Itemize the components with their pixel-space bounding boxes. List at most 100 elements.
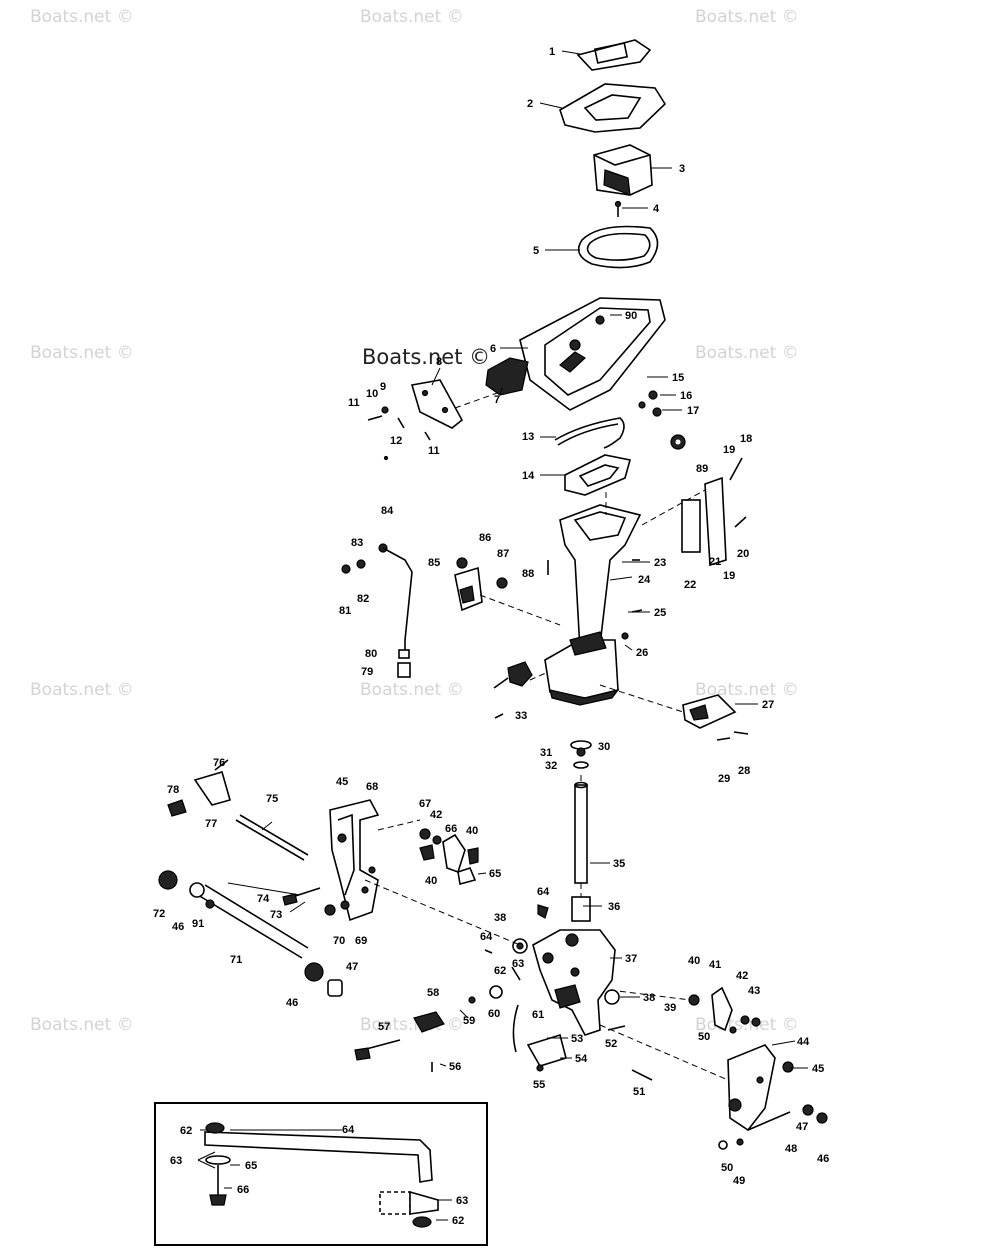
shift-linkage-part	[419, 828, 479, 885]
shift-rod-part	[341, 543, 413, 678]
callout-37: 37	[625, 953, 637, 965]
callout-22: 22	[684, 579, 696, 591]
exhaust-box-part	[593, 144, 653, 196]
callout-51: 51	[633, 1086, 645, 1098]
callout-84: 84	[381, 505, 394, 517]
callout-8: 8	[436, 356, 442, 368]
callout-88: 88	[522, 568, 534, 580]
top-cover-plate-part	[576, 39, 652, 71]
small-fasteners-part	[367, 390, 662, 461]
gasket-strip-part	[554, 417, 625, 449]
housing-gasket-part	[564, 454, 632, 496]
callout-26: 26	[636, 647, 648, 659]
callout-41: 41	[709, 959, 721, 971]
callout-46: 46	[172, 921, 184, 933]
watermark-text: Boats.net ©	[360, 1015, 464, 1035]
watermark-text: Boats.net ©	[360, 680, 464, 700]
callout-47: 47	[796, 1121, 808, 1133]
callout-79: 79	[361, 666, 373, 678]
callout-80: 80	[365, 648, 377, 660]
left-clamp-bracket-part	[324, 799, 380, 922]
callout-1: 1	[549, 46, 555, 58]
callout-24: 24	[638, 574, 651, 586]
callout-35: 35	[613, 858, 625, 870]
callout-5: 5	[533, 245, 539, 257]
callout-66: 66	[237, 1184, 249, 1196]
callout-19: 19	[723, 444, 735, 456]
callout-25: 25	[654, 607, 666, 619]
callout-10: 10	[366, 388, 378, 400]
mount-block-part	[454, 557, 643, 640]
tilt-tube-part	[158, 870, 343, 997]
nut-part	[670, 434, 686, 450]
watermark-text: Boats.net ©	[695, 7, 799, 27]
callout-38: 38	[494, 912, 506, 924]
callout-52: 52	[605, 1038, 617, 1050]
callout-66: 66	[445, 823, 457, 835]
callout-58: 58	[427, 987, 439, 999]
callout-29: 29	[718, 773, 730, 785]
bracket-plate-part	[410, 379, 464, 429]
callout-65: 65	[245, 1160, 257, 1172]
callout-86: 86	[479, 532, 491, 544]
callout-11: 11	[428, 445, 440, 457]
callout-19: 19	[723, 570, 735, 582]
callout-42: 42	[736, 970, 748, 982]
callout-63: 63	[512, 958, 524, 970]
bracket-clamp-part	[681, 457, 747, 567]
callout-7: 7	[494, 394, 500, 406]
swivel-shaft-part	[570, 740, 592, 922]
callout-85: 85	[428, 557, 440, 569]
rear-bracket-part	[682, 694, 749, 741]
watermark-text: Boats.net ©	[30, 1015, 134, 1035]
callout-16: 16	[680, 390, 692, 402]
watermark-main: Boats.net ©	[362, 345, 490, 369]
callout-56: 56	[449, 1061, 461, 1073]
callout-83: 83	[351, 537, 363, 549]
callout-28: 28	[738, 765, 750, 777]
callout-43: 43	[748, 985, 760, 997]
insulator-block-part	[485, 357, 529, 396]
callout-40: 40	[688, 955, 700, 967]
drive-shaft-housing-top-part	[519, 297, 666, 411]
watermark-group: Boats.net © Boats.net © Boats.net © Boat…	[30, 7, 799, 1035]
callout-17: 17	[687, 405, 699, 417]
shift-cam-part	[354, 904, 567, 1072]
adapter-plate-part	[559, 83, 667, 133]
callout-61: 61	[532, 1009, 544, 1021]
tilt-lever-part	[167, 759, 309, 861]
callout-64: 64	[342, 1124, 355, 1136]
callout-49: 49	[733, 1175, 745, 1187]
callout-45: 45	[812, 1063, 824, 1075]
callout-6: 6	[490, 343, 496, 355]
callout-63: 63	[170, 1155, 182, 1167]
callout-39: 39	[664, 1002, 676, 1014]
callout-33: 33	[515, 710, 527, 722]
callout-9: 9	[380, 381, 386, 393]
callout-91: 91	[192, 918, 204, 930]
right-clamp-bracket-part	[604, 986, 828, 1150]
leader-lines	[200, 50, 808, 1221]
callout-60: 60	[488, 1008, 500, 1020]
callout-87: 87	[497, 548, 509, 560]
callout-78: 78	[167, 784, 179, 796]
callout-75: 75	[266, 793, 278, 805]
callout-2: 2	[527, 98, 533, 110]
callout-4: 4	[653, 203, 660, 215]
callout-69: 69	[355, 935, 367, 947]
callout-71: 71	[230, 954, 242, 966]
callout-12: 12	[390, 435, 402, 447]
watermark-text: Boats.net ©	[695, 343, 799, 363]
callout-74: 74	[257, 893, 270, 905]
callout-13: 13	[522, 431, 534, 443]
callout-42: 42	[430, 809, 442, 821]
callout-27: 27	[762, 699, 774, 711]
callout-14: 14	[522, 470, 535, 482]
callout-50: 50	[698, 1031, 710, 1043]
callout-31: 31	[540, 747, 552, 759]
callout-46: 46	[817, 1153, 829, 1165]
callout-23: 23	[654, 557, 666, 569]
inset-detail-box	[154, 1102, 488, 1246]
callout-40: 40	[466, 825, 478, 837]
